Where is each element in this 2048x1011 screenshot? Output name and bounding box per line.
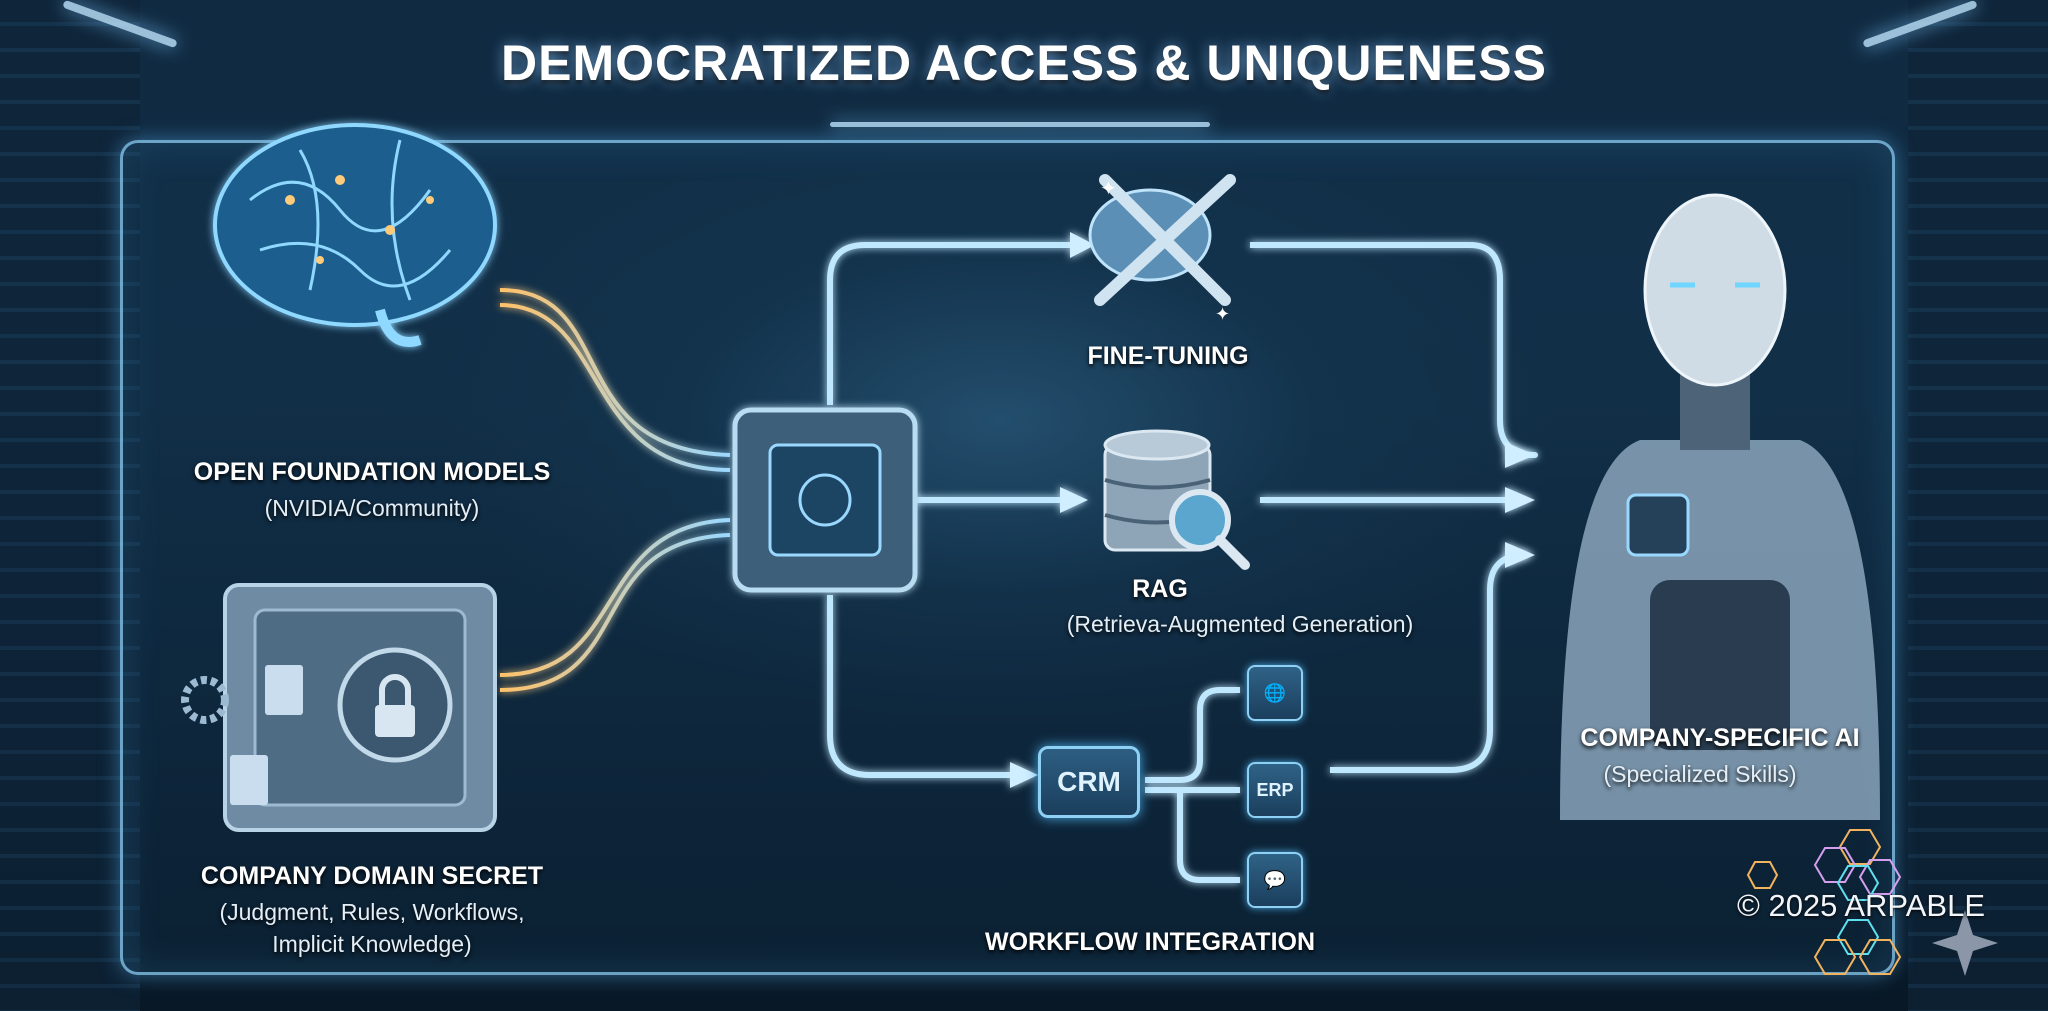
crm-box: CRM [1038, 746, 1140, 818]
svg-text:✦: ✦ [1100, 178, 1117, 200]
secret-subtitle-2: Implicit Knowledge) [272, 931, 472, 957]
page-title: DEMOCRATIZED ACCESS & UNIQUENESS [501, 35, 1547, 91]
database-search-icon [1103, 429, 1250, 570]
output-flows [827, 242, 1538, 883]
company-ai-title: COMPANY-SPECIFIC AI [1580, 724, 1860, 752]
humanoid-robot-icon [1560, 193, 1880, 820]
copyright: © 2025 ARPABLE [1737, 888, 1986, 923]
processor-chip-icon [732, 407, 918, 593]
fine-tuning-title: FINE-TUNING [1087, 342, 1249, 370]
chat-icon: 💬 [1247, 852, 1303, 908]
gear-icon [181, 676, 229, 724]
hexagon-logo [1746, 829, 1902, 975]
server-rack-left [0, 0, 140, 1011]
flow-to-workflow [827, 595, 1010, 778]
server-rack-right [1908, 0, 2048, 1011]
flow-finetuning-to-ai [1250, 242, 1538, 458]
arrowheads [1010, 232, 1535, 788]
document-icon [230, 755, 268, 805]
secret-title: COMPANY DOMAIN SECRET [200, 862, 544, 890]
secret-stream [499, 533, 731, 692]
svg-text:✦: ✦ [1215, 304, 1230, 324]
models-subtitle: (NVIDIA/Community) [264, 495, 480, 521]
company-ai-subtitle: (Specialized Skills) [1603, 761, 1797, 787]
input-streams [499, 288, 731, 692]
ceiling-light [830, 122, 1210, 127]
sparkle-icon [1932, 910, 1998, 976]
secret-subtitle-1: (Judgment, Rules, Workflows, [219, 899, 525, 925]
globe-icon: 🌐 [1247, 665, 1303, 721]
erp-box: ERP [1247, 762, 1303, 818]
brain-icon [213, 123, 497, 347]
rag-title: RAG [1132, 575, 1188, 603]
models-stream [499, 288, 731, 457]
document-icon [265, 665, 303, 715]
models-title: OPEN FOUNDATION MODELS [193, 458, 551, 486]
flow-to-finetuning [827, 242, 1070, 405]
workflow-title: WORKFLOW INTEGRATION [984, 928, 1316, 956]
brain-wrench-icon: ✦✦ [1088, 174, 1236, 324]
rag-subtitle: (Retrieva-Augmented Generation) [1066, 611, 1414, 637]
safe-icon [181, 583, 497, 832]
flow-workflow-to-ai [1330, 552, 1528, 773]
logo-badge [1626, 493, 1690, 557]
